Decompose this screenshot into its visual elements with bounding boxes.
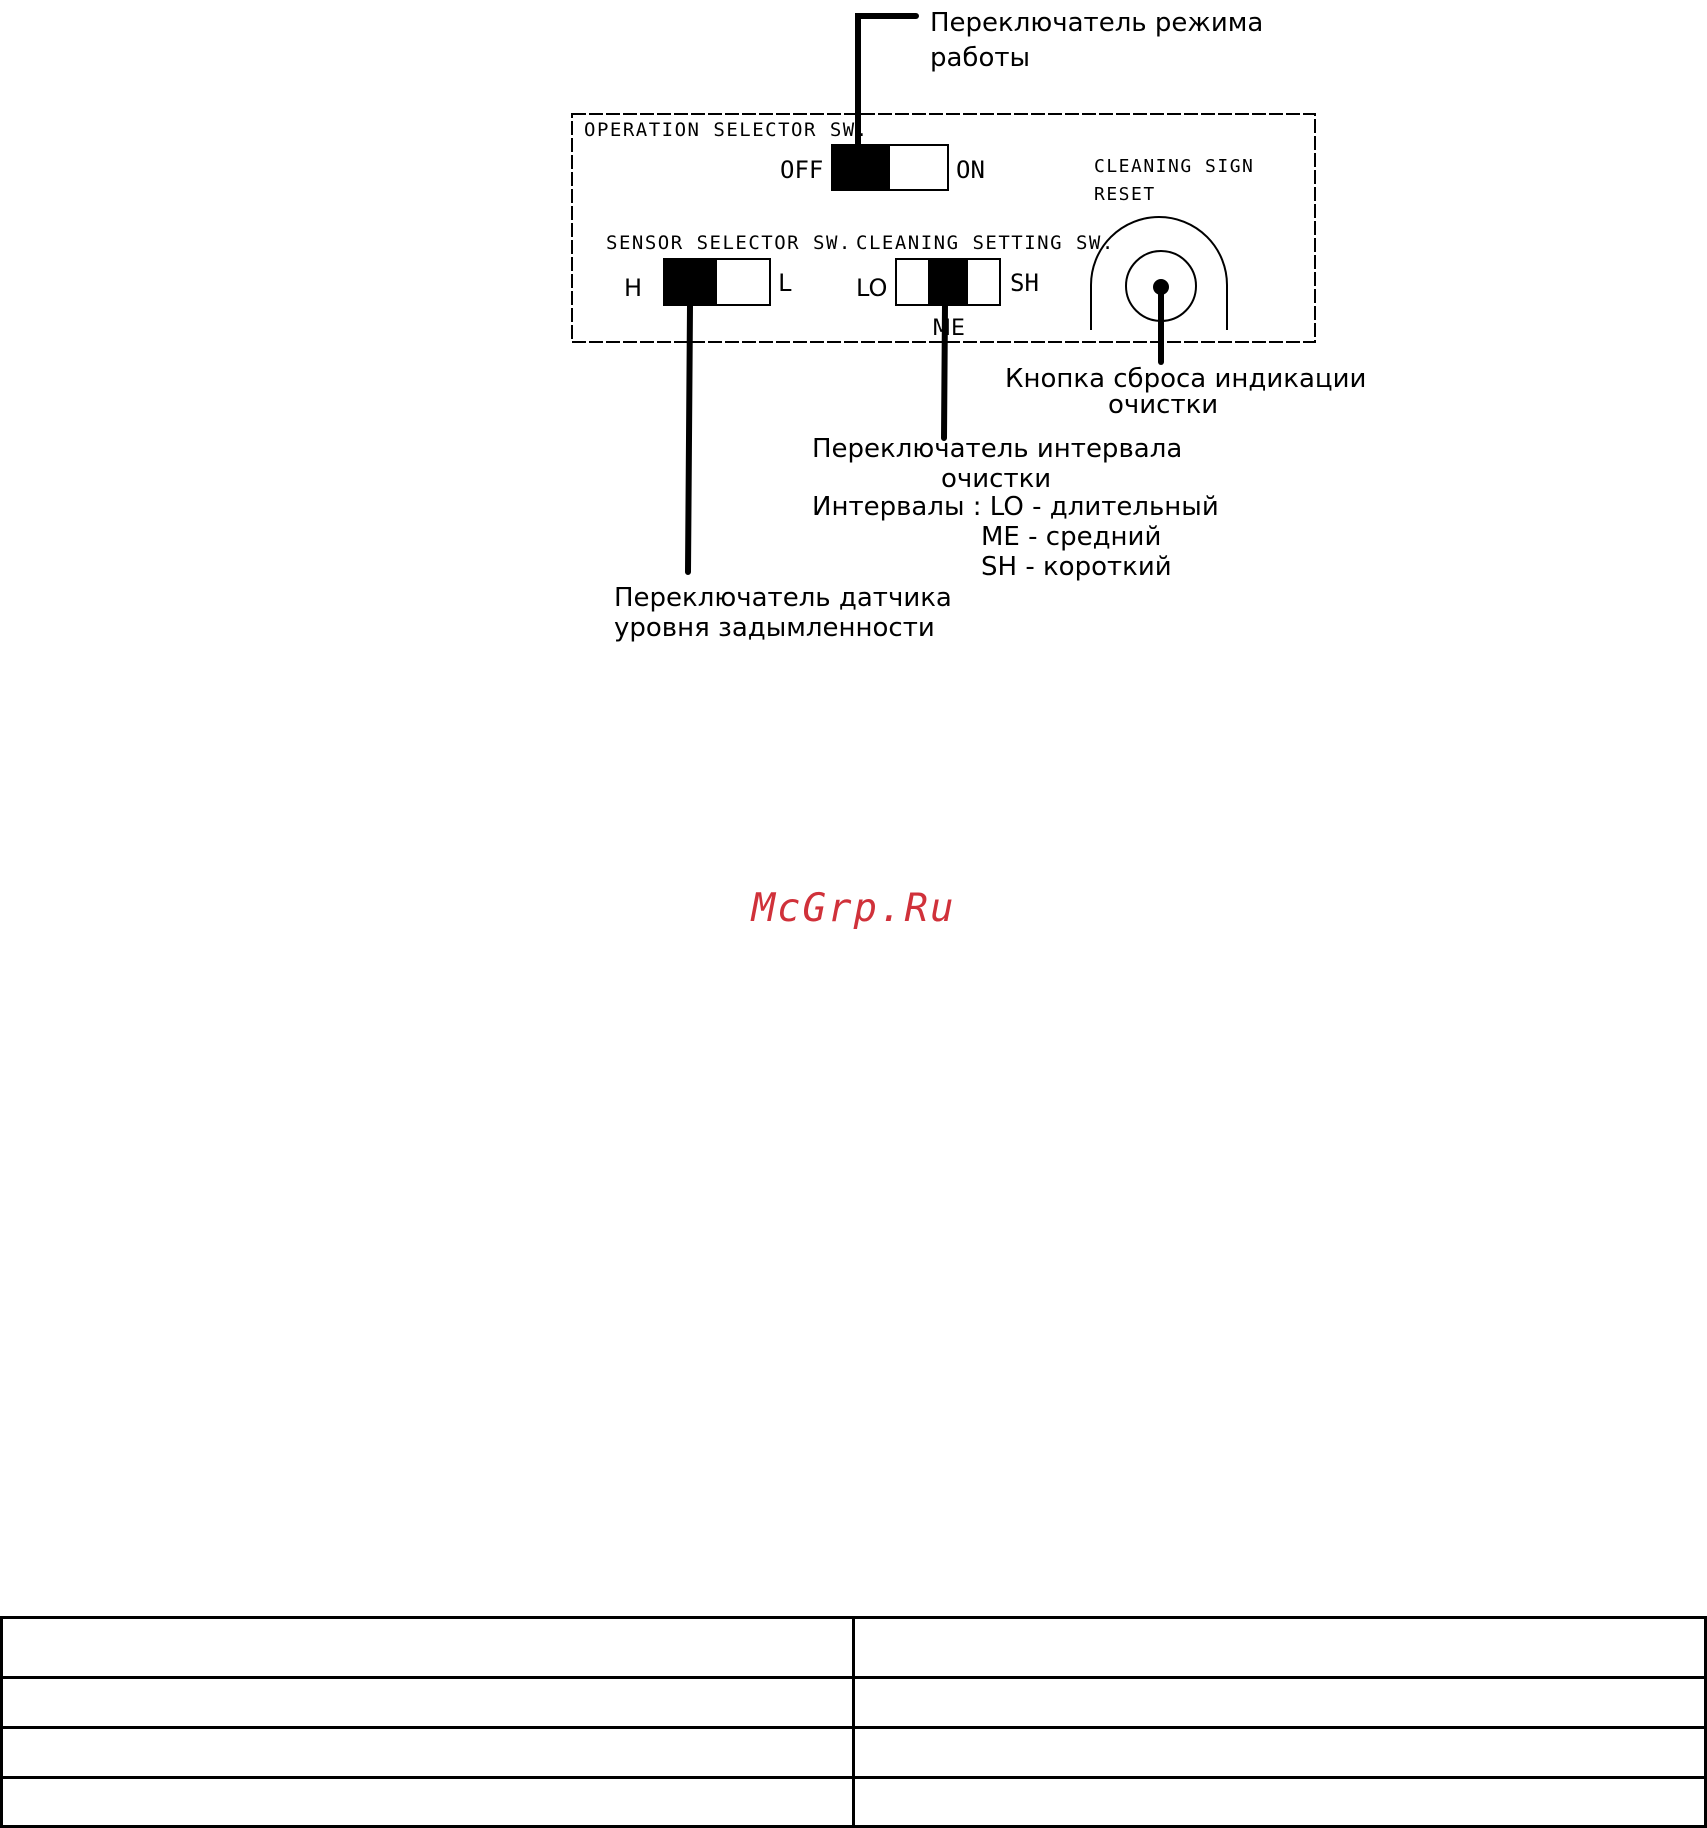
table-row bbox=[0, 1616, 1707, 1679]
table-cell bbox=[0, 1616, 855, 1679]
sensor-switch-annotation-line2: уровня задымленности bbox=[614, 613, 935, 643]
reset-button-annotation-line1: Кнопка сброса индикации bbox=[1005, 364, 1366, 394]
cleaning-sign-label: CLEANING SIGN bbox=[1094, 156, 1254, 177]
table-cell bbox=[852, 1676, 1707, 1729]
intervals-annotation-line1: Интервалы : LO - длительный bbox=[812, 492, 1219, 522]
reset-button-guard bbox=[1090, 216, 1228, 330]
cleaning-sh-label: SH bbox=[1010, 269, 1039, 297]
leader-line-interval bbox=[941, 302, 948, 441]
leader-line-operation bbox=[855, 13, 919, 151]
reset-button-annotation-line2: очистки bbox=[1108, 390, 1218, 420]
operation-on-label: ON bbox=[956, 156, 985, 184]
intervals-annotation-line2: ME - средний bbox=[981, 522, 1161, 552]
mode-switch-annotation-line2: работы bbox=[930, 43, 1030, 73]
table-cell bbox=[852, 1726, 1707, 1779]
control-panel-diagram: OPERATION SELECTOR SW. OFF ON CLEANING S… bbox=[571, 8, 1366, 643]
table-row bbox=[0, 1726, 1707, 1779]
table-cell bbox=[852, 1776, 1707, 1828]
cleaning-lo-label: LO bbox=[856, 274, 887, 302]
mode-switch-annotation-line1: Переключатель режима bbox=[930, 8, 1263, 38]
operation-off-label: OFF bbox=[780, 156, 823, 184]
leader-line-sensor bbox=[685, 302, 693, 575]
table-row bbox=[0, 1676, 1707, 1729]
table-cell bbox=[0, 1776, 855, 1828]
watermark-logo: McGrp.Ru bbox=[751, 886, 956, 931]
operation-switch-slider bbox=[832, 145, 890, 190]
sensor-selector-switch[interactable] bbox=[663, 258, 771, 306]
sensor-switch-annotation-line1: Переключатель датчика bbox=[614, 583, 952, 613]
cleaning-setting-switch[interactable] bbox=[895, 258, 1001, 306]
table-cell bbox=[0, 1726, 855, 1779]
sensor-switch-slider bbox=[664, 259, 717, 305]
intervals-annotation-line3: SH - короткий bbox=[981, 552, 1172, 582]
cleaning-setting-label: CLEANING SETTING SW. bbox=[856, 232, 1115, 254]
operation-selector-switch[interactable] bbox=[831, 144, 949, 191]
table-cell bbox=[852, 1616, 1707, 1679]
table-row bbox=[0, 1776, 1707, 1828]
control-panel-frame bbox=[571, 113, 1316, 343]
table-cell bbox=[0, 1676, 855, 1729]
blank-table bbox=[0, 1616, 1707, 1828]
cleaning-me-label: ME bbox=[932, 316, 965, 341]
interval-switch-annotation-line2: очистки bbox=[941, 464, 1051, 494]
cleaning-sign-reset-label: RESET bbox=[1094, 184, 1156, 205]
sensor-h-label: H bbox=[624, 274, 642, 302]
sensor-l-label: L bbox=[778, 269, 792, 297]
interval-switch-annotation-line1: Переключатель интервала bbox=[812, 434, 1182, 464]
cleaning-switch-slider bbox=[928, 259, 968, 305]
sensor-selector-label: SENSOR SELECTOR SW. bbox=[606, 232, 852, 254]
operation-selector-label: OPERATION SELECTOR SW. bbox=[584, 119, 869, 141]
